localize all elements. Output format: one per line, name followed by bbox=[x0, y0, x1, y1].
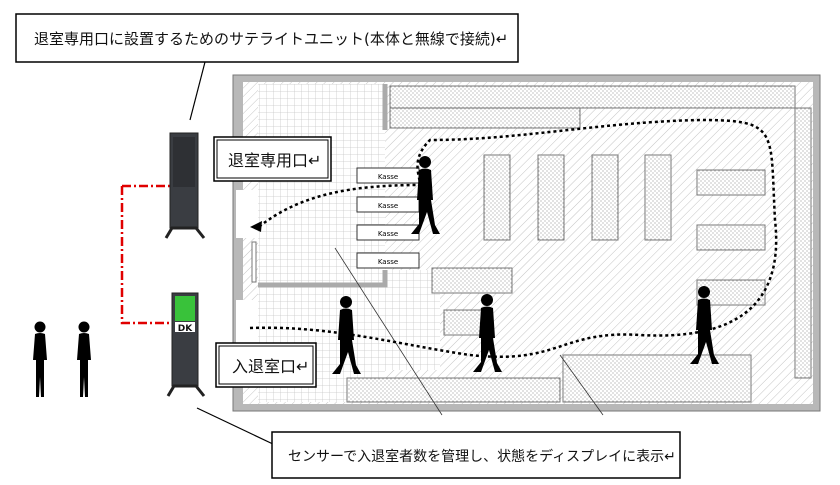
svg-text:Kasse: Kasse bbox=[378, 258, 398, 266]
exit-only-label: 退室専用口↵ bbox=[213, 136, 332, 182]
main-display-unit: DK bbox=[166, 292, 206, 397]
waiting-person-silhouette bbox=[33, 321, 47, 397]
gondola bbox=[483, 154, 511, 241]
register: Kasse bbox=[356, 196, 420, 213]
gondola bbox=[537, 154, 565, 241]
svg-text:Kasse: Kasse bbox=[378, 173, 398, 181]
register: Kasse bbox=[356, 167, 420, 184]
svg-text:退室専用口に設置するためのサテライトユニット(本体と無線で接: 退室専用口に設置するためのサテライトユニット(本体と無線で接続)↵ bbox=[34, 30, 508, 48]
right-shelf bbox=[794, 107, 812, 379]
entry-exit-door bbox=[236, 300, 258, 345]
svg-text:センサーで入退室者数を管理し、状態をディスプレイに表示↵: センサーで入退室者数を管理し、状態をディスプレイに表示↵ bbox=[288, 448, 676, 465]
status-display bbox=[175, 296, 195, 321]
callout-pointer bbox=[196, 407, 276, 446]
gondola bbox=[431, 267, 513, 294]
display-logo: DK bbox=[178, 324, 193, 334]
satellite-callout: 退室専用口に設置するためのサテライトユニット(本体と無線で接続)↵ bbox=[15, 13, 519, 63]
bottom-shelf bbox=[562, 354, 752, 403]
svg-text:入退室口↵: 入退室口↵ bbox=[232, 357, 309, 376]
wireless-link-line bbox=[120, 184, 170, 325]
callout-pointer bbox=[189, 61, 206, 121]
svg-text:Kasse: Kasse bbox=[378, 230, 398, 238]
satellite-unit bbox=[164, 132, 206, 239]
top-left-shelf bbox=[389, 107, 581, 129]
waiting-person-silhouette bbox=[77, 321, 91, 397]
entry-exit-label: 入退室口↵ bbox=[215, 342, 317, 388]
register: Kasse bbox=[356, 224, 420, 241]
checkout-wall bbox=[258, 84, 388, 288]
sensor-pointer-line bbox=[559, 354, 604, 416]
sensor-pointer-line bbox=[334, 247, 443, 416]
checkout-tiled-area bbox=[385, 270, 440, 370]
floor-plan: Kasse Kasse Kasse Kasse bbox=[232, 74, 821, 416]
gondola bbox=[644, 154, 672, 241]
svg-text:退室専用口↵: 退室専用口↵ bbox=[228, 151, 321, 170]
register: Kasse bbox=[356, 252, 420, 269]
bottom-shelf bbox=[346, 377, 561, 403]
gondola bbox=[696, 169, 766, 196]
top-shelf bbox=[389, 85, 796, 109]
gondola bbox=[591, 154, 619, 241]
gondola bbox=[696, 224, 766, 251]
exit-arrow-icon bbox=[250, 221, 262, 232]
sensor-callout: センサーで入退室者数を管理し、状態をディスプレイに表示↵ bbox=[271, 431, 681, 479]
svg-text:Kasse: Kasse bbox=[378, 202, 398, 210]
door-leaf bbox=[251, 241, 257, 283]
exit-only-door bbox=[236, 190, 258, 238]
